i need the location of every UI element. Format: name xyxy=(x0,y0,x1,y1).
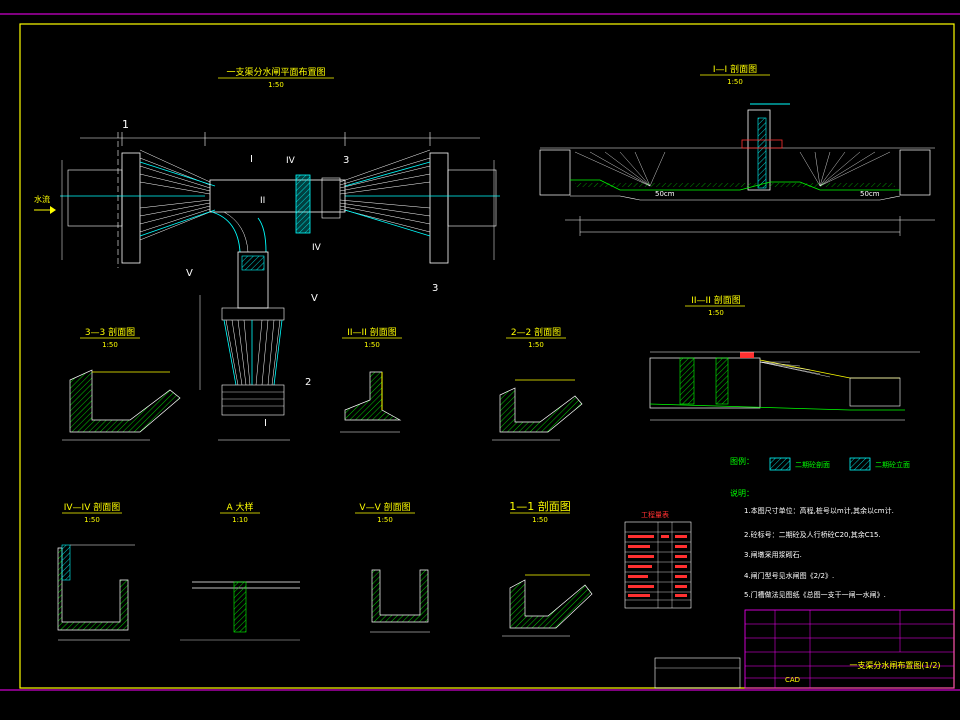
note-5: 5.门槽做法见图纸《总图一支干一闸一水闸》. xyxy=(744,590,886,599)
secII-small-scale: 1:50 xyxy=(364,341,380,349)
legend-swatch-2 xyxy=(849,457,871,471)
notes-title: 说明： xyxy=(730,488,754,498)
note-1: 1.本图尺寸单位：高程,桩号以m计,其余以cm计. xyxy=(744,506,894,515)
secII-small-title: II—II 剖面图 xyxy=(347,326,396,338)
sec22-scale: 1:50 xyxy=(528,341,544,349)
main-channel xyxy=(209,179,346,213)
plan-title: 一支渠分水闸平面布置图 xyxy=(226,66,325,78)
legend: 图例： 二期砼剖面 二期砼立面 xyxy=(730,456,910,471)
plan-mark-IV: IV xyxy=(286,156,296,166)
title-block: 一支渠分水闸布置图(1/2) CAD xyxy=(654,609,955,689)
right-abutment xyxy=(429,152,449,264)
plan-scale: 1:50 xyxy=(268,81,284,89)
secIV-scale: 1:50 xyxy=(84,516,100,524)
legend-swatch-1 xyxy=(769,457,791,471)
section-IV-IV: IV—IV 剖面图 1:50 xyxy=(57,501,135,641)
note-2: 2.砼标号：二期砼及人行桥砼C20,其余C15. xyxy=(744,530,881,539)
section-2-2: 2—2 剖面图 1:50 xyxy=(492,326,583,441)
right-downstream-canal xyxy=(447,169,497,227)
sec11-bot-title: 1—1 剖面图 xyxy=(509,499,571,513)
plan-mark-3b: 3 xyxy=(432,283,438,294)
quantity-table: 工程量表 xyxy=(624,510,692,609)
secV-scale: 1:50 xyxy=(377,516,393,524)
plan-mark-IVb: IV xyxy=(312,243,322,253)
secII-right-title: II—II 剖面图 xyxy=(691,294,740,306)
sec11-dim-50cm-b: 50cm xyxy=(860,190,880,198)
plan-mark-Ib: I xyxy=(264,418,267,429)
secII-right-scale: 1:50 xyxy=(708,309,724,317)
section-I-I-top: I—I 剖面图 1:50 50cm 50cm xyxy=(539,63,935,236)
legend-item-1: 二期砼剖面 xyxy=(795,460,830,469)
section-3-3: 3—3 剖面图 1:50 xyxy=(62,326,181,441)
section-II-II-small: II—II 剖面图 1:50 xyxy=(340,326,402,433)
detail-A: A 大样 1:10 xyxy=(180,501,300,641)
note-3: 3.闸墩采用浆砌石. xyxy=(744,550,802,559)
sec33-title: 3—3 剖面图 xyxy=(85,326,135,338)
drawing-frame xyxy=(19,23,955,689)
sec33-scale: 1:50 xyxy=(102,341,118,349)
secV-title: V—V 剖面图 xyxy=(359,501,410,513)
notes: 说明： 1.本图尺寸单位：高程,桩号以m计,其余以cm计. 2.砼标号：二期砼及… xyxy=(730,488,894,599)
legend-item-2: 二期砼立面 xyxy=(875,460,910,469)
plan-mark-2: 2 xyxy=(305,377,311,388)
detailA-scale: 1:10 xyxy=(232,516,248,524)
section-1-1-bottom: 1—1 剖面图 1:50 xyxy=(502,499,593,637)
left-abutment xyxy=(121,152,141,264)
plan-mark-Vb: V xyxy=(311,293,318,304)
sec22-title: 2—2 剖面图 xyxy=(511,326,561,338)
legend-title: 图例： xyxy=(730,456,754,466)
sheet-label: CAD xyxy=(785,676,800,684)
secIV-title: IV—IV 剖面图 xyxy=(64,501,120,513)
sec11-dim-50cm: 50cm xyxy=(655,190,675,198)
flow-arrow: 水流 xyxy=(34,194,56,214)
quant-table-title: 工程量表 xyxy=(641,510,669,519)
sec11-top-title: I—I 剖面图 xyxy=(713,63,757,75)
sec11-bot-scale: 1:50 xyxy=(532,516,548,524)
sec11-top-scale: 1:50 xyxy=(727,78,743,86)
detailA-title: A 大样 xyxy=(226,501,253,513)
plan-mark-I: I xyxy=(250,154,253,165)
plan-mark-V: V xyxy=(186,268,193,279)
plan-mark-II: II xyxy=(260,196,265,206)
flow-label: 水流 xyxy=(34,194,50,204)
drawing-name: 一支渠分水闸布置图(1/2) xyxy=(849,660,940,670)
plan-view: 一支渠分水闸平面布置图 1:50 xyxy=(34,66,500,441)
plan-mark-1: 1 xyxy=(122,118,129,131)
note-4: 4.闸门型号见水闸图《2/2》. xyxy=(744,571,834,580)
section-V-V: V—V 剖面图 1:50 xyxy=(355,501,430,633)
left-upstream-canal xyxy=(67,169,123,227)
plan-mark-3: 3 xyxy=(343,155,349,166)
section-II-II-right: II—II 剖面图 1:50 xyxy=(649,294,920,421)
